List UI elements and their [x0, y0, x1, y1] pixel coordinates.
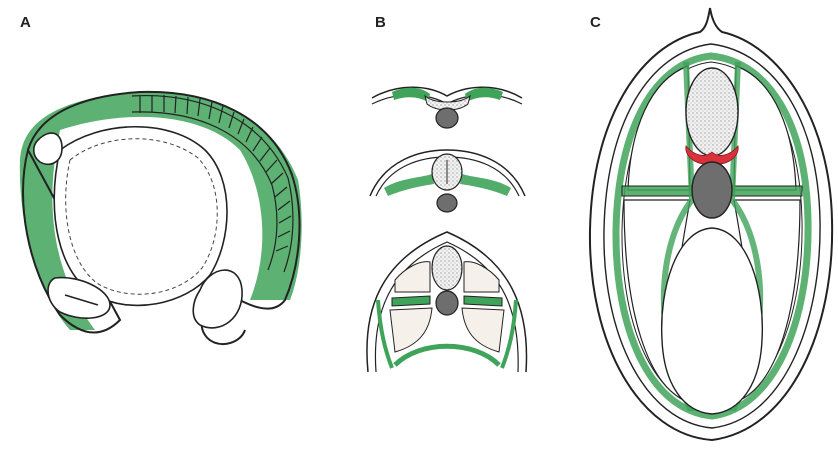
- panel-label-a: A: [20, 14, 31, 31]
- panel-c-notochord: [692, 162, 732, 218]
- panel-b-section-3: [367, 232, 527, 372]
- panel-c-section: [590, 8, 832, 440]
- panel-label-b: B: [375, 14, 386, 31]
- panel-b-section-1: [372, 87, 522, 128]
- panel-b-section-2-notochord: [437, 194, 457, 212]
- panel-c-gut-cavity: [662, 228, 763, 414]
- panel-b-section-3-neural-tube: [432, 246, 462, 290]
- panel-c-neural-tube: [686, 68, 738, 156]
- panel-a-embryo: [20, 91, 302, 344]
- panel-b-section-1-notochord: [436, 108, 458, 128]
- panel-b-section-3-notochord: [436, 291, 458, 315]
- panel-label-c: C: [590, 14, 601, 31]
- panel-b-sections: [367, 87, 527, 372]
- panel-b-section-2: [370, 150, 525, 212]
- panel-a-yolk-sac: [54, 127, 227, 306]
